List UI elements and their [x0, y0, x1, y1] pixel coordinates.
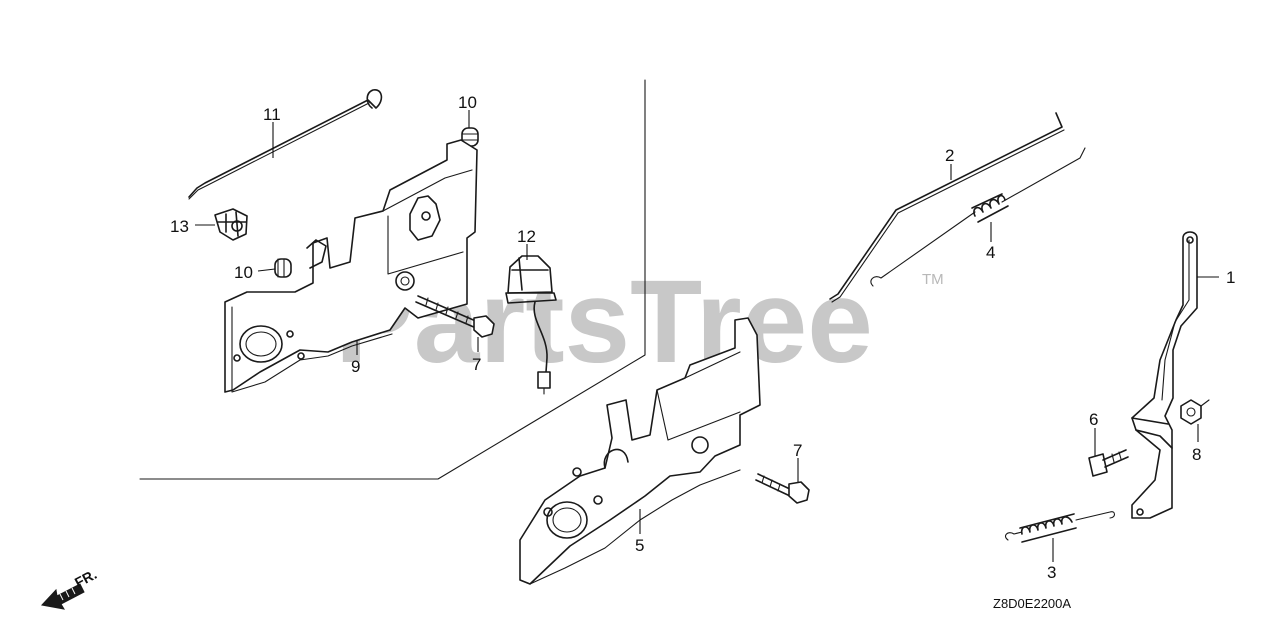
inset-frame-line: [139, 79, 646, 480]
callout-4[interactable]: 4: [986, 243, 995, 262]
callout-5[interactable]: 5: [635, 536, 644, 555]
leader-lines: [195, 110, 1219, 562]
part-9-bracket[interactable]: [224, 139, 478, 393]
diagram-code: Z8D0E2200A: [993, 596, 1071, 611]
callout-7-right[interactable]: 7: [793, 441, 802, 460]
callout-9[interactable]: 9: [351, 357, 360, 376]
callout-2[interactable]: 2: [945, 146, 954, 165]
callout-8[interactable]: 8: [1192, 445, 1201, 464]
part-8-nut[interactable]: [1180, 399, 1210, 425]
callout-7-inset[interactable]: 7: [472, 355, 481, 374]
callout-11[interactable]: 11: [263, 105, 281, 124]
callout-10-lower[interactable]: 10: [234, 263, 253, 282]
part-10-grommet-lower[interactable]: [274, 258, 292, 278]
part-3-spring[interactable]: [1005, 511, 1116, 543]
part-4-spring-rod[interactable]: [870, 147, 1086, 287]
callout-6[interactable]: 6: [1089, 410, 1098, 429]
callout-1[interactable]: 1: [1226, 268, 1235, 287]
callout-13[interactable]: 13: [170, 217, 189, 236]
front-direction-arrow-icon: [41, 583, 85, 610]
callout-10-top[interactable]: 10: [458, 93, 477, 112]
part-2-rod[interactable]: [829, 112, 1065, 303]
part-11-rod[interactable]: [188, 89, 383, 200]
part-13-clip[interactable]: [214, 208, 248, 241]
part-1-lever[interactable]: [1131, 231, 1198, 519]
part-7-bolt-inset[interactable]: [415, 295, 495, 338]
part-12-switch[interactable]: [505, 255, 557, 395]
callout-3[interactable]: 3: [1047, 563, 1056, 582]
watermark-trademark: TM: [922, 271, 944, 288]
part-7-bolt-right[interactable]: [755, 473, 810, 504]
part-5-base-plate[interactable]: [519, 317, 761, 585]
part-10-grommet-top[interactable]: [461, 127, 479, 147]
part-6-bolt[interactable]: [1088, 449, 1129, 477]
callout-12[interactable]: 12: [517, 227, 536, 246]
